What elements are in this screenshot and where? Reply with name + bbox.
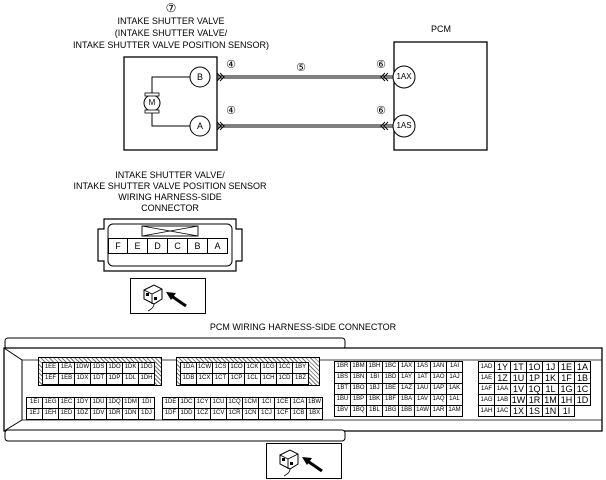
- valve-connector-terminals: F E D C B A: [108, 238, 228, 254]
- connector-chevron-icon: [216, 72, 225, 82]
- pcm-connector-pin: 1AK: [446, 383, 463, 395]
- pcm-connector-pin: 1CT: [212, 373, 229, 385]
- valve-connector-title-line2: INTAKE SHUTTER VALVE POSITION SENSOR: [73, 181, 267, 191]
- valve-connector-pin: E: [127, 238, 148, 254]
- valve-connector-pin: A: [207, 238, 228, 254]
- pcm-connector-pin: 1DH: [138, 373, 155, 385]
- valve-terminal-b: [189, 66, 211, 88]
- pcm-connector-pin: 1AC: [494, 405, 511, 417]
- valve-connector-pin: D: [147, 238, 168, 254]
- pcm-connector-pin: 1BZ: [292, 373, 309, 385]
- harness-side-view-icon: [130, 278, 206, 314]
- pcm-connector-pin: 1DD: [178, 408, 195, 420]
- valve-connector-title-line4: CONNECTOR: [141, 203, 199, 213]
- valve-connector-pin: F: [108, 238, 128, 254]
- pcm-connector-pin: 1DR: [106, 408, 123, 420]
- valve-terminal-a: [189, 115, 211, 137]
- harness-side-view-icon: [266, 443, 342, 479]
- pcm-connector-pin: 1DX: [74, 373, 91, 385]
- pcm-connector-pin: 1DB: [180, 373, 197, 385]
- pcm-connector-pin: 1CF: [274, 408, 291, 420]
- pcm-terminal-1ax-label: 1AX: [396, 72, 412, 81]
- pcm-connector-pin: 1ED: [58, 408, 75, 420]
- pcm-connector-pin: 1B: [574, 372, 591, 384]
- pcm-connector-pin: 1DV: [90, 408, 107, 420]
- component-title-line3: INTAKE SHUTTER VALVE POSITION SENSOR): [72, 40, 270, 50]
- connector-chevron-icon: [380, 121, 389, 131]
- connector-chevron-icon: [380, 72, 389, 82]
- pcm-box: [393, 41, 488, 151]
- pcm-connector-pin: 1EF: [42, 373, 59, 385]
- component-title-line1: INTAKE SHUTTER VALVE: [117, 16, 225, 26]
- valve-connector-title-line1: INTAKE SHUTTER VALVE/: [115, 170, 225, 180]
- pcm-connector-pin: 1DN: [122, 408, 139, 420]
- pcm-connector-pin: 1BV: [334, 405, 351, 417]
- pcm-terminal-1ax: [392, 65, 416, 89]
- wire-number-bot-left: ④: [226, 105, 236, 117]
- pcm-connector-pin: 1DL: [122, 373, 139, 385]
- pcm-connector-pin: 1EH: [42, 408, 59, 420]
- pcm-connector-pin: 1CP: [228, 373, 245, 385]
- component-title-line2: (INTAKE SHUTTER VALVE/: [114, 28, 228, 38]
- wire-number-bot-right: ⑥: [376, 105, 386, 117]
- pcm-connector-pin: 1DP: [106, 373, 123, 385]
- pcm-connector-pin: 1BQ: [350, 405, 367, 417]
- pcm-connector-pin: 1AR: [430, 405, 447, 417]
- pcm-connector-pin: 1CH: [260, 373, 277, 385]
- circuit-diagram: [123, 41, 488, 151]
- pcm-connector-pin: 1BG: [382, 405, 399, 417]
- pcm-connector-pin: 1DF: [162, 408, 179, 420]
- pcm-connector-pin: 1DZ: [74, 408, 91, 420]
- pcm-connector-pin: 1CN: [242, 408, 259, 420]
- component-number: ⑦: [165, 1, 177, 15]
- pcm-connector-pin: 1DT: [90, 373, 107, 385]
- pcm-connector-pin: 1BL: [366, 405, 383, 417]
- valve-terminal-a-label: A: [196, 121, 203, 131]
- pcm-connector-title: PCM WIRING HARNESS-SIDE CONNECTOR: [209, 322, 397, 332]
- wire-number-top-right: ⑥: [376, 59, 386, 71]
- pcm-connector-pin: 1AM: [446, 405, 463, 417]
- valve-terminal-b-label: B: [196, 72, 203, 82]
- pcm-terminal-1as: [392, 114, 416, 138]
- wire-number-top-left: ④: [226, 59, 236, 71]
- pcm-connector-pin: 1CJ: [258, 408, 275, 420]
- valve-box: [123, 56, 218, 151]
- connector-chevron-icon: [216, 121, 225, 131]
- pcm-connector-pin: 1D: [574, 394, 591, 406]
- pcm-connector-pin: 1X: [510, 405, 527, 417]
- pcm-connector-pin: 1AH: [478, 405, 495, 417]
- valve-connector-title-line3: WIRING HARNESS-SIDE: [118, 192, 222, 202]
- pcm-connector-pin: 1BB: [398, 405, 415, 417]
- pcm-label: PCM: [431, 24, 451, 34]
- pcm-connector-pin: 1CR: [226, 408, 243, 420]
- valve-connector-pin: C: [167, 238, 188, 254]
- pcm-connector-pin: 1CB: [290, 408, 307, 420]
- motor-label: M: [148, 98, 156, 107]
- pcm-terminal-1as-label: 1AS: [396, 121, 412, 130]
- valve-connector-pin: B: [187, 238, 208, 254]
- pcm-connector-pin: 1EJ: [26, 408, 43, 420]
- pcm-connector-pin: 1N: [542, 405, 559, 417]
- pcm-connector-pin: 1BX: [306, 408, 323, 420]
- pcm-connector-pin: 1DJ: [138, 408, 155, 420]
- pcm-connector-pin: 1AW: [414, 405, 431, 417]
- pcm-connector-pin: 1CZ: [194, 408, 211, 420]
- pcm-connector-pin: 1CL: [244, 373, 261, 385]
- pcm-connector-pin: 1CD: [276, 373, 293, 385]
- pcm-connector-pin: 1I: [558, 405, 575, 417]
- wire-number-top-mid: ⑤: [296, 62, 306, 74]
- pcm-connector-pin: 1CX: [196, 373, 213, 385]
- pcm-connector-pin: 1EB: [58, 373, 75, 385]
- pcm-connector-pin: 1CV: [210, 408, 227, 420]
- pcm-connector-pin: 1S: [526, 405, 543, 417]
